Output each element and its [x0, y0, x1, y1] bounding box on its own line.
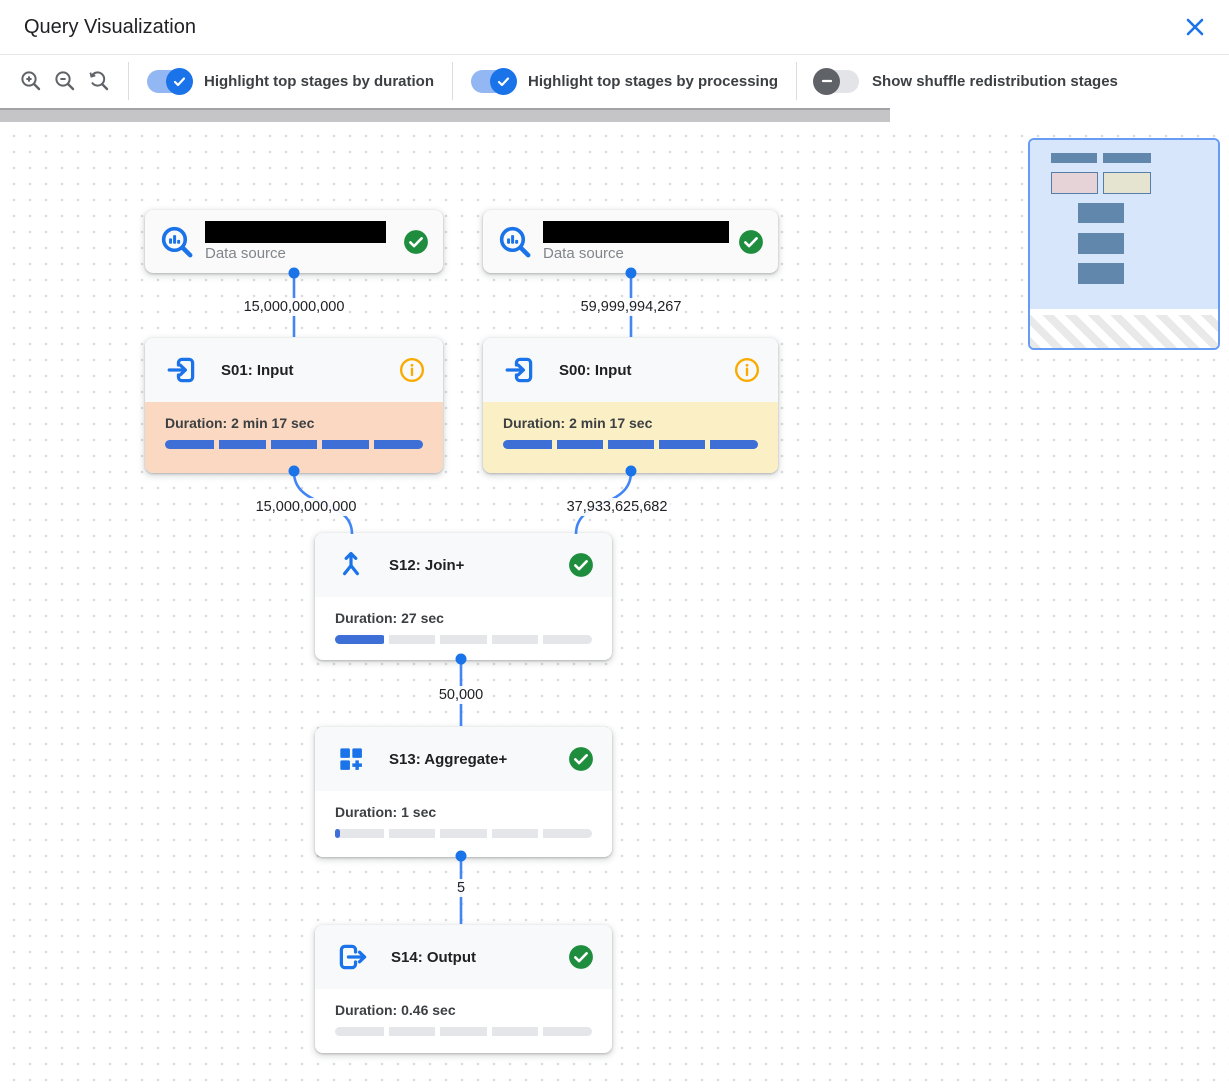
- stage-highlight-duration: Duration: 2 min 17 sec: [145, 402, 443, 473]
- stage-title: S12: Join+: [389, 556, 465, 574]
- stage-duration: Duration: 0.46 sec: [335, 1002, 456, 1018]
- duration-progress-bar: [335, 634, 592, 645]
- stage-title: S01: Input: [221, 361, 294, 379]
- stage-node-s14[interactable]: S14: Output Duration: 0.46 sec: [315, 925, 612, 1053]
- toggle-group-shuffle: Show shuffle redistribution stages: [809, 67, 1124, 95]
- highlight-processing-toggle[interactable]: [471, 67, 517, 95]
- show-shuffle-label: Show shuffle redistribution stages: [872, 72, 1118, 90]
- stage-detail: Duration: 27 sec: [315, 597, 612, 660]
- edge-row-count: 37,933,625,682: [563, 498, 671, 516]
- zoom-reset-icon[interactable]: [82, 64, 116, 98]
- minimap-out-of-bounds: [1030, 315, 1218, 348]
- toggle-group-duration: Highlight top stages by duration: [141, 67, 440, 95]
- check-icon: [490, 67, 517, 95]
- edge-row-count: 15,000,000,000: [252, 498, 360, 516]
- stage-node-s13[interactable]: S13: Aggregate+ Duration: 1 sec: [315, 727, 612, 857]
- edge-row-count: 50,000: [435, 686, 487, 704]
- duration-progress-bar: [165, 439, 423, 450]
- duration-progress-bar: [335, 828, 592, 839]
- stage-title: S00: Input: [559, 361, 632, 379]
- minimap-node: [1051, 153, 1097, 163]
- bigquery-table-icon: [497, 224, 533, 260]
- toolbar-divider: [128, 62, 129, 100]
- highlight-processing-label: Highlight top stages by processing: [528, 72, 779, 90]
- success-icon: [738, 229, 764, 255]
- highlight-duration-toggle[interactable]: [147, 67, 193, 95]
- minimap-node-highlight-processing: [1103, 172, 1151, 194]
- stage-detail: Duration: 1 sec: [315, 791, 612, 857]
- zoom-in-icon[interactable]: [14, 64, 48, 98]
- scrollbar-thumb[interactable]: [0, 108, 890, 122]
- minimap-node: [1103, 153, 1151, 163]
- minimap-node: [1078, 233, 1124, 254]
- redacted-table-name: [543, 221, 729, 243]
- horizontal-scrollbar[interactable]: [0, 108, 1229, 122]
- join-icon: [335, 549, 367, 581]
- data-source-node-1[interactable]: Data source: [145, 210, 443, 273]
- check-icon: [166, 67, 193, 95]
- info-icon[interactable]: [399, 357, 425, 383]
- highlight-duration-label: Highlight top stages by duration: [204, 72, 434, 90]
- data-source-label: Data source: [543, 245, 624, 262]
- close-icon[interactable]: [1181, 13, 1209, 41]
- success-icon: [568, 944, 594, 970]
- zoom-out-icon[interactable]: [48, 64, 82, 98]
- minimap-node: [1078, 263, 1124, 284]
- graph-minimap[interactable]: [1028, 138, 1220, 350]
- success-icon: [403, 229, 429, 255]
- redacted-table-name: [205, 221, 386, 243]
- show-shuffle-toggle[interactable]: [813, 67, 860, 95]
- minimap-node: [1078, 203, 1124, 223]
- toolbar-divider: [452, 62, 453, 100]
- duration-progress-bar: [335, 1026, 592, 1037]
- graph-canvas[interactable]: 15,000,000,000 59,999,994,267 15,000,000…: [0, 122, 1229, 1090]
- duration-progress-bar: [503, 439, 758, 450]
- toolbar-divider: [796, 62, 798, 100]
- page-title: Query Visualization: [24, 15, 196, 38]
- bigquery-table-icon: [159, 224, 195, 260]
- input-icon: [503, 353, 537, 387]
- stage-node-s12[interactable]: S12: Join+ Duration: 27 sec: [315, 533, 612, 660]
- stage-highlight-processing: Duration: 2 min 17 sec: [483, 402, 778, 473]
- stage-title: S13: Aggregate+: [389, 750, 508, 768]
- stage-duration: Duration: 27 sec: [335, 610, 444, 626]
- minimap-viewport: [1030, 140, 1218, 309]
- output-icon: [335, 940, 369, 974]
- data-source-node-2[interactable]: Data source: [483, 210, 778, 273]
- stage-title: S14: Output: [391, 948, 476, 966]
- edge-row-count: 5: [453, 879, 469, 897]
- success-icon: [568, 746, 594, 772]
- data-source-label: Data source: [205, 245, 286, 262]
- toggle-group-processing: Highlight top stages by processing: [465, 67, 784, 95]
- minus-icon: [813, 67, 841, 95]
- dialog-header: Query Visualization: [0, 0, 1229, 55]
- input-icon: [165, 353, 199, 387]
- minimap-node-highlight-duration: [1051, 172, 1098, 194]
- graph-toolbar: Highlight top stages by duration Highlig…: [0, 55, 1229, 107]
- stage-duration: Duration: 2 min 17 sec: [165, 415, 315, 431]
- stage-node-s01[interactable]: S01: Input Duration: 2 min 17 sec: [145, 338, 443, 473]
- aggregate-icon: [335, 743, 367, 775]
- edge-row-count: 15,000,000,000: [240, 298, 348, 316]
- info-icon[interactable]: [734, 357, 760, 383]
- stage-duration: Duration: 2 min 17 sec: [503, 415, 653, 431]
- edge-row-count: 59,999,994,267: [577, 298, 685, 316]
- stage-duration: Duration: 1 sec: [335, 804, 437, 820]
- stage-detail: Duration: 0.46 sec: [315, 989, 612, 1053]
- stage-node-s00[interactable]: S00: Input Duration: 2 min 17 sec: [483, 338, 778, 473]
- success-icon: [568, 552, 594, 578]
